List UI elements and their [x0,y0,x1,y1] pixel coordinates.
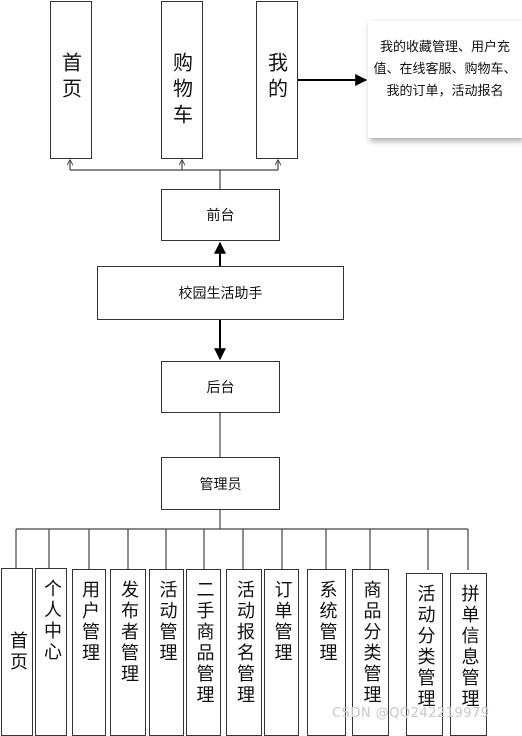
backend-label: 后台 [206,380,235,396]
admin-label: 管理员 [199,476,242,493]
admin-module-label: 首页 [7,631,28,673]
admin-module-label: 活动分类管理 [414,584,436,710]
top-box-mine: 我的 [256,1,298,159]
admin-module-label: 商品分类管理 [360,580,382,706]
top-box-cart: 购物车 [161,1,203,159]
admin-module-0: 首页 [1,568,33,736]
frontend-box: 前台 [161,189,280,241]
admin-module-9: 商品分类管理 [352,569,389,736]
top-box-home-label: 首页 [58,52,83,104]
admin-module-label: 发布者管理 [118,580,139,685]
admin-module-label: 活动报名管理 [234,580,255,706]
admin-module-11: 拼单信息管理 [450,573,487,736]
root-box: 校园生活助手 [97,266,344,320]
admin-module-1: 个人中心 [35,568,67,736]
admin-module-4: 活动管理 [149,569,184,736]
admin-module-8: 系统管理 [307,569,346,736]
admin-module-3: 发布者管理 [110,569,146,736]
top-box-cart-label: 购物车 [169,52,194,130]
admin-module-label: 用户管理 [79,580,100,664]
admin-module-label: 个人中心 [41,579,62,663]
admin-module-5: 二手商品管理 [186,569,221,736]
backend-box: 后台 [161,361,280,413]
admin-module-label: 系统管理 [316,580,338,664]
note-text: 我的收藏管理、用户充值、在线客服、购物车、我的订单，活动报名 [373,40,517,99]
admin-module-6: 活动报名管理 [226,569,262,736]
root-label: 校园生活助手 [178,286,263,302]
admin-module-label: 拼单信息管理 [458,584,480,710]
admin-module-label: 订单管理 [271,580,293,664]
mine-description-note: 我的收藏管理、用户充值、在线客服、购物车、我的订单，活动报名 [368,21,522,138]
admin-module-label: 二手商品管理 [193,580,215,706]
frontend-label: 前台 [206,208,235,224]
admin-module-label: 活动管理 [156,580,178,664]
admin-box: 管理员 [161,457,280,510]
top-box-home: 首页 [50,1,92,159]
admin-module-2: 用户管理 [72,569,106,736]
watermark: CSDN @QQ242219979 [332,706,490,721]
admin-module-10: 活动分类管理 [406,573,443,736]
top-box-mine-label: 我的 [264,52,289,104]
admin-module-7: 订单管理 [264,569,299,736]
